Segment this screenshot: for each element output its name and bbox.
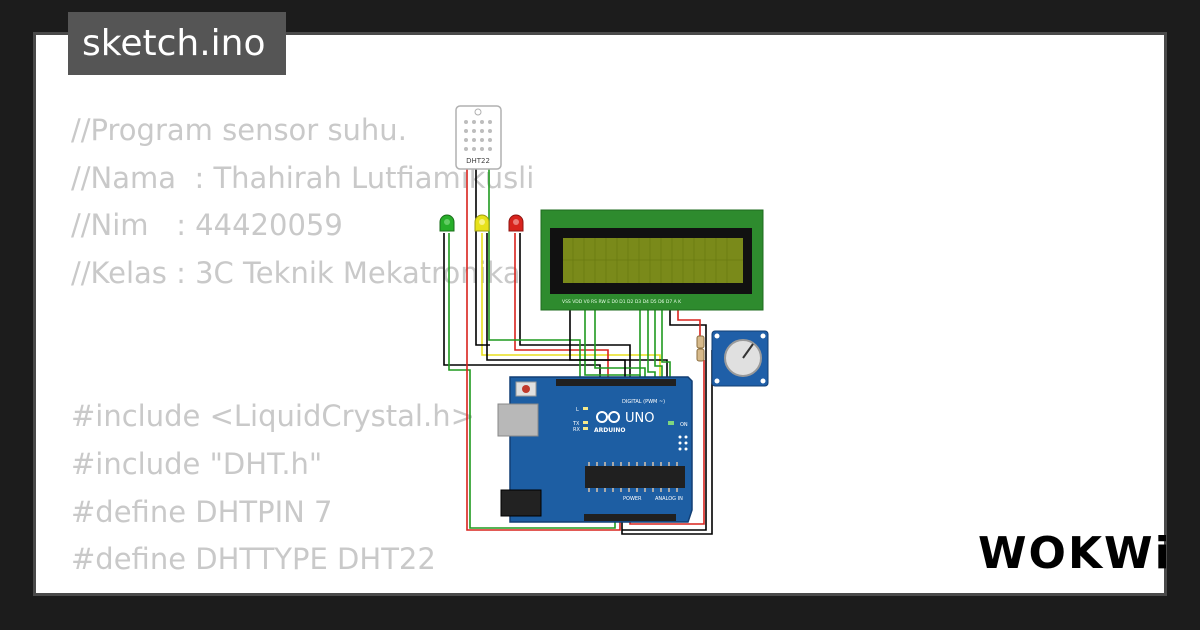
code-line: //Nim : 44420059 — [71, 208, 343, 243]
code-line: #include <LiquidCrystal.h> — [71, 399, 475, 434]
led-green[interactable] — [439, 214, 455, 232]
power-label: POWER — [623, 496, 642, 502]
wire — [584, 306, 641, 386]
power-analog-header — [584, 514, 676, 521]
wire — [466, 168, 621, 531]
led-red[interactable] — [508, 214, 524, 232]
wire — [481, 233, 661, 386]
code-line: //Program sensor suhu. — [71, 113, 407, 147]
code-line: #define DHTPIN 7 — [71, 494, 333, 529]
wire — [519, 233, 631, 386]
code-line: #define ledmerah 11 — [71, 584, 534, 593]
board-model: UNO — [625, 411, 654, 426]
wokwi-logo: WOKWi — [978, 528, 1172, 579]
dht22-sensor[interactable]: DHT22 — [455, 105, 502, 170]
wire — [661, 306, 671, 386]
led-rx-label: RX — [573, 427, 580, 433]
board-brand: ARDUINO — [594, 427, 625, 434]
reset-button[interactable] — [522, 385, 530, 393]
wire — [621, 350, 713, 535]
led-yellow[interactable] — [474, 214, 490, 232]
wire — [594, 306, 646, 386]
knob-indicator — [742, 343, 754, 359]
file-tab-label: sketch.ino — [82, 23, 266, 64]
arduino-logo — [596, 411, 620, 423]
lcd-display[interactable]: VSS VDD V0 RS RW E D0 D1 D2 D3 D4 D5 D6 … — [540, 209, 764, 311]
code-line: //Kelas : 3C Teknik Mekatronika — [71, 256, 521, 291]
on-label: ON — [680, 422, 688, 428]
wire — [654, 306, 663, 386]
wire — [622, 306, 707, 531]
led-l-label: L — [576, 407, 579, 413]
wire — [647, 306, 656, 386]
digital-label: DIGITAL (PWM ~) — [622, 399, 665, 405]
code-line: //Nama : Thahirah Lutfiamikusli — [71, 160, 535, 195]
analog-label: ANALOG IN — [655, 496, 683, 502]
digital-header — [556, 379, 676, 386]
wire — [448, 233, 616, 529]
usb-port — [497, 403, 539, 437]
wire — [677, 306, 701, 338]
led-tx-label: TX — [572, 421, 580, 427]
sensor-label: DHT22 — [466, 157, 490, 165]
code-editor: //Program sensor suhu. //Nama : Thahirah … — [71, 107, 535, 593]
lcd-pin-labels: VSS VDD V0 RS RW E D0 D1 D2 D3 D4 D5 D6 … — [562, 299, 682, 305]
wire — [475, 168, 490, 346]
wire — [488, 168, 581, 386]
code-line: #define DHTTYPE DHT22 — [71, 542, 436, 577]
on-led — [668, 421, 674, 425]
wire — [569, 306, 626, 386]
arduino-uno-board[interactable]: DIGITAL (PWM ~) UNO ARDUINO ON L TX RX P… — [497, 376, 693, 523]
potentiometer[interactable] — [711, 330, 769, 387]
resistors — [696, 335, 705, 362]
file-tab[interactable]: sketch.ino — [68, 12, 286, 75]
code-line: #include "DHT.h" — [71, 446, 323, 481]
microcontroller-chip — [585, 466, 685, 488]
power-jack — [500, 489, 542, 517]
